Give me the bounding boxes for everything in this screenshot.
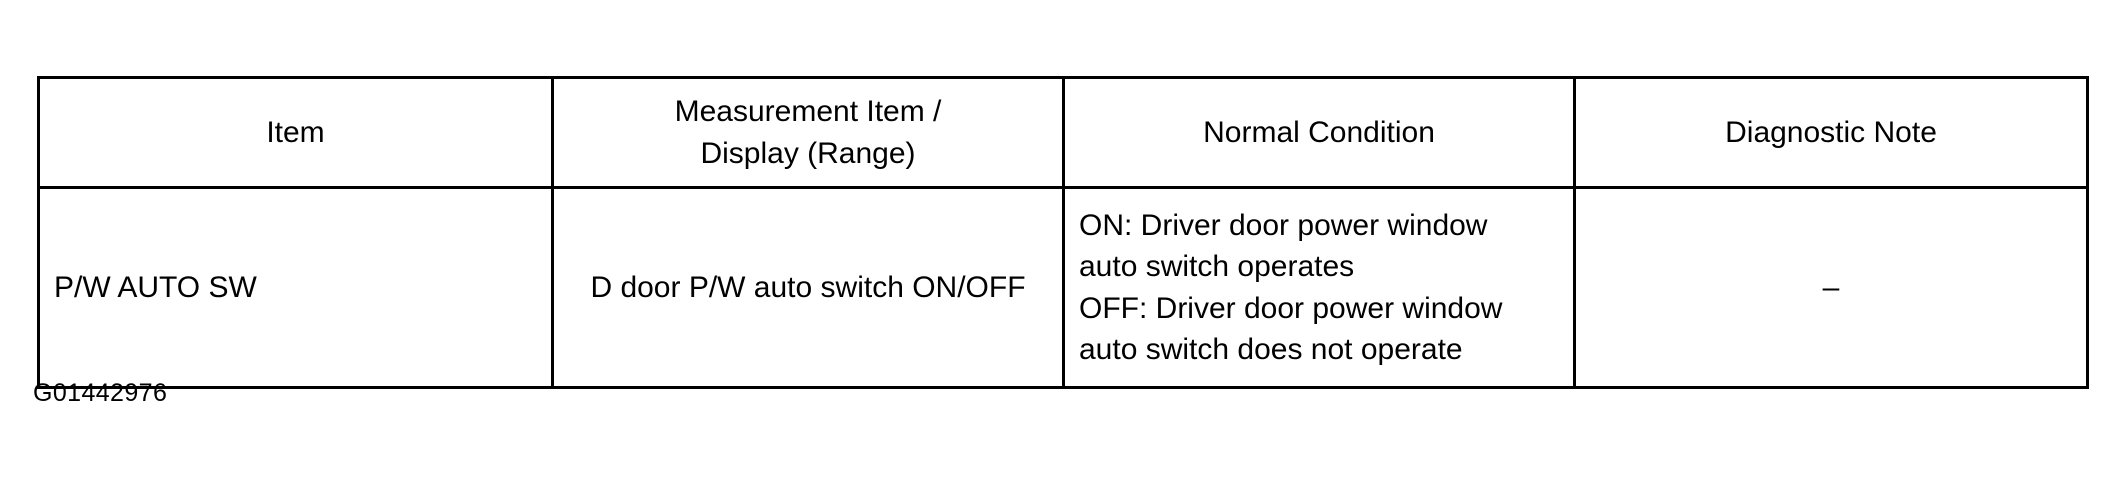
header-item-label: Item — [266, 115, 325, 149]
data-list-table: Item Measurement Item / Display (Range) … — [37, 76, 2089, 389]
header-diagnostic-note-label: Diagnostic Note — [1725, 115, 1937, 149]
normal-condition-line-3: OFF: Driver door power window — [1079, 291, 1503, 325]
normal-condition-line-4: auto switch does not operate — [1079, 332, 1463, 366]
header-measurement-label-line1: Measurement Item / — [674, 95, 942, 129]
header-cell-normal-condition: Normal Condition — [1062, 76, 1576, 189]
cell-diagnostic-note: – — [1573, 186, 2089, 389]
cell-item: P/W AUTO SW — [37, 186, 554, 389]
table-row: P/W AUTO SW D door P/W auto switch ON/OF… — [37, 186, 2089, 389]
table-header-row: Item Measurement Item / Display (Range) … — [37, 76, 2089, 189]
cell-measurement: D door P/W auto switch ON/OFF — [551, 186, 1065, 389]
normal-condition-line-1: ON: Driver door power window — [1079, 208, 1488, 242]
diagnostic-note-dash: – — [1822, 270, 1840, 304]
header-normal-condition-label: Normal Condition — [1203, 115, 1435, 149]
figure-id-label: G01442976 — [33, 379, 168, 407]
header-cell-item: Item — [37, 76, 554, 189]
header-cell-diagnostic-note: Diagnostic Note — [1573, 76, 2089, 189]
normal-condition-line-2: auto switch operates — [1079, 250, 1355, 284]
header-cell-measurement: Measurement Item / Display (Range) — [551, 76, 1065, 189]
header-measurement-label-line2: Display (Range) — [700, 136, 916, 170]
cell-normal-condition: ON: Driver door power window auto switch… — [1062, 186, 1576, 389]
